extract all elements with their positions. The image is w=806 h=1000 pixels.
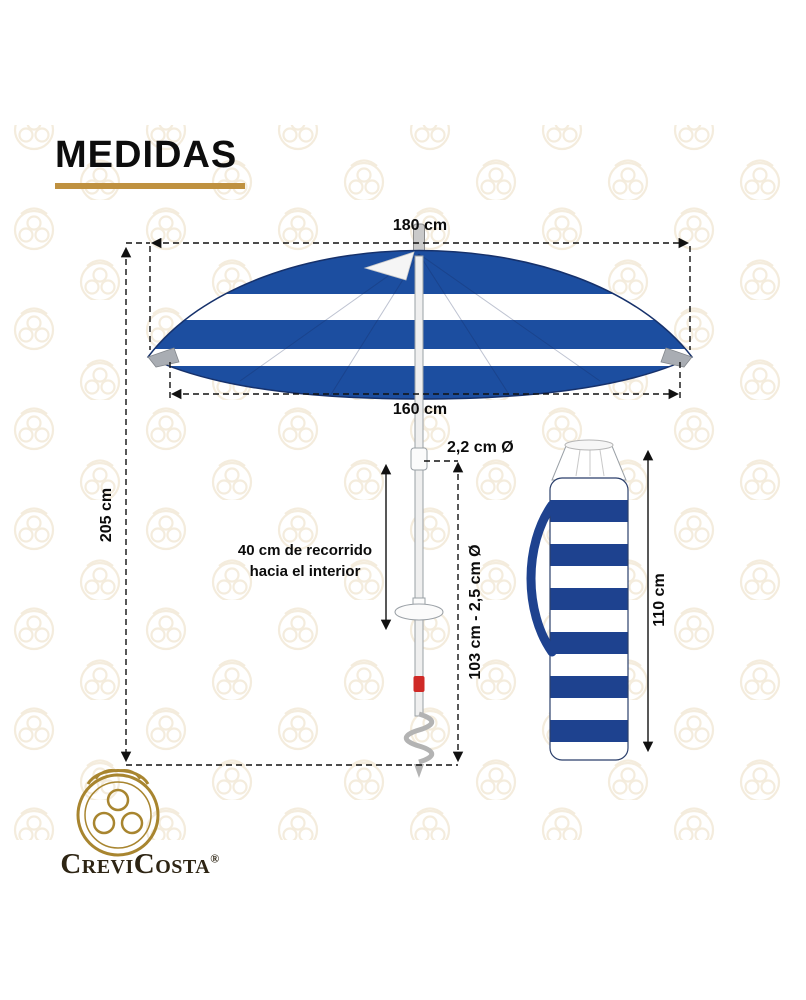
tilt-collar <box>410 447 428 471</box>
dimension-lines <box>120 237 691 766</box>
bag-strap <box>526 500 557 657</box>
table-disc <box>394 603 444 621</box>
title-underline <box>55 183 245 189</box>
travel-line1: 40 cm de recorrido <box>237 542 373 559</box>
registered-mark: ® <box>210 851 220 866</box>
dim-103-label: 103 cm - 2,5 cm Ø <box>467 544 484 680</box>
page-title: MEDIDAS <box>55 134 238 176</box>
pole-diameter-label: 2,2 cm Ø <box>447 439 514 456</box>
brand-wordmark: CreviCosta® <box>40 848 240 881</box>
sand-screw <box>403 711 435 765</box>
travel-label: 40 cm de recorrido hacia el interior <box>225 540 385 582</box>
dim-180-label: 180 cm <box>392 217 448 234</box>
dim-160-label: 160 cm <box>392 401 448 418</box>
carry-bag <box>526 439 629 761</box>
release-button <box>413 676 425 692</box>
travel-line2: hacia el interior <box>249 563 361 580</box>
canopy-left-tip <box>147 347 180 368</box>
dim-110-label: 110 cm <box>651 573 668 627</box>
brand-name: CreviCosta <box>60 848 211 880</box>
crevicosta-emblem-icon <box>76 769 160 857</box>
dim-205-label: 205 cm <box>98 487 115 543</box>
canopy-vent-flap <box>363 251 415 281</box>
umbrella-pole <box>394 255 444 778</box>
bag-outline <box>549 477 629 761</box>
bag-stripes <box>550 478 628 760</box>
screw-tip <box>414 764 424 778</box>
canopy-right-tip <box>660 347 693 368</box>
